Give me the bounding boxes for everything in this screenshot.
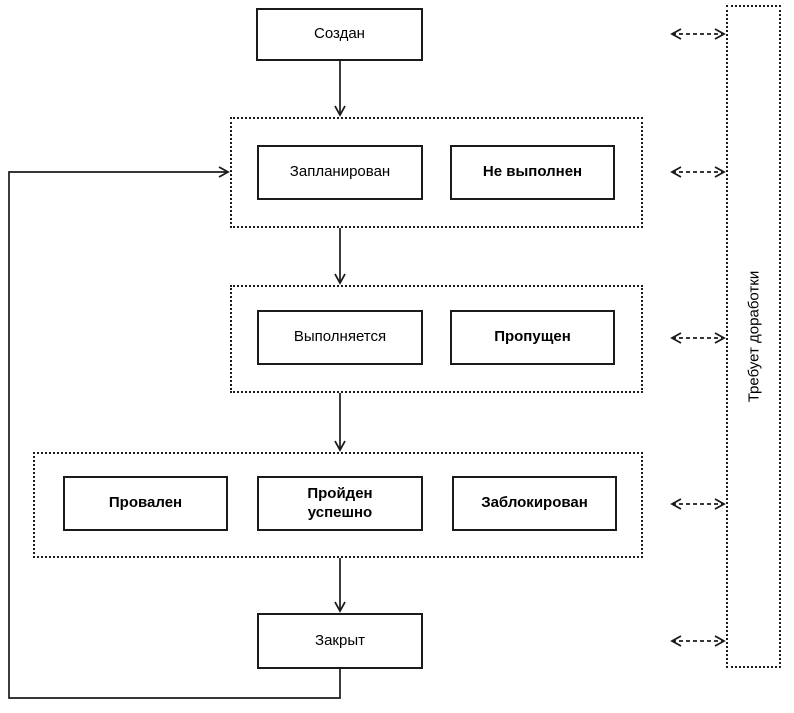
node-not-executed-label: Не выполнен: [482, 163, 583, 181]
node-planned-label: Запланирован: [289, 163, 391, 181]
node-planned: Запланирован: [257, 145, 423, 200]
node-closed-label: Закрыт: [315, 631, 365, 649]
node-closed: Закрыт: [257, 613, 423, 669]
node-created: Создан: [256, 8, 423, 61]
node-skipped: Пропущен: [450, 310, 615, 365]
node-blocked: Заблокирован: [452, 476, 617, 531]
node-failed: Провален: [63, 476, 228, 531]
node-created-label: Создан: [314, 25, 365, 43]
node-passed-label: Пройден успешно: [307, 484, 373, 521]
node-skipped-label: Пропущен: [494, 328, 571, 346]
node-passed: Пройден успешно: [257, 476, 423, 531]
panel-requires-rework: Требует доработки: [726, 5, 781, 668]
node-in-progress: Выполняется: [257, 310, 423, 365]
node-in-progress-label: Выполняется: [293, 328, 387, 346]
panel-requires-rework-label: Требует доработки: [745, 270, 763, 403]
node-blocked-label: Заблокирован: [481, 494, 588, 512]
node-not-executed: Не выполнен: [450, 145, 615, 200]
node-failed-label: Провален: [108, 494, 183, 512]
